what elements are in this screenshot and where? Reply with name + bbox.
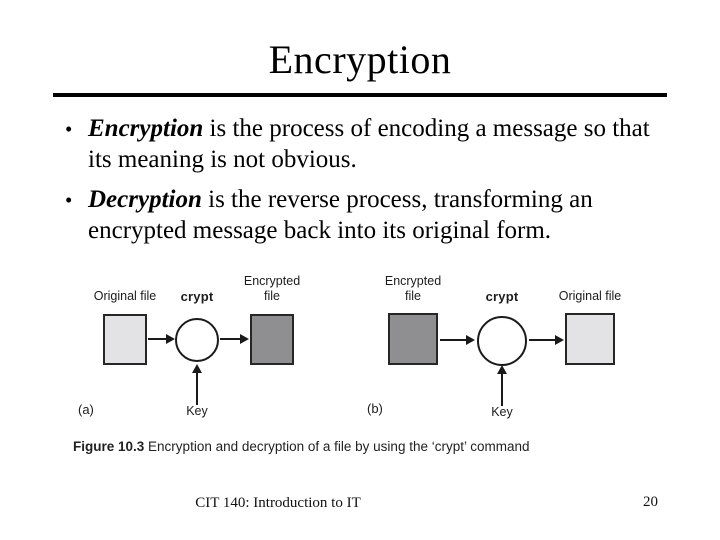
encrypted-file-box: [250, 314, 294, 365]
encrypted-file-label: Encrypted file: [232, 274, 312, 304]
key-label: Key: [186, 404, 208, 418]
panel-b-tag: (b): [367, 401, 383, 416]
bullet-item-decryption: • Decryption is the reverse process, tran…: [63, 184, 669, 246]
arrow-right-icon: [220, 338, 240, 340]
crypt-process-circle: [477, 316, 527, 366]
key-label: Key: [491, 405, 513, 419]
key-arrow-icon: [196, 372, 198, 405]
arrow-head-icon: [466, 335, 475, 345]
arrow-head-icon: [555, 335, 564, 345]
encrypted-file-label: Encrypted file: [373, 274, 453, 304]
arrow-right-icon: [440, 339, 467, 341]
arrow-head-icon: [166, 334, 175, 344]
figure-caption: Figure 10.3 Encryption and decryption of…: [73, 439, 530, 455]
original-file-label: Original file: [558, 289, 622, 303]
arrow-head-icon: [192, 364, 202, 373]
bullet-icon: •: [65, 117, 73, 141]
crypt-command-label: crypt: [485, 289, 519, 304]
crypt-command-label: crypt: [180, 289, 214, 304]
bullet-lead-word: Decryption: [88, 186, 202, 213]
bullet-body-text: is the process of encoding a message so …: [88, 115, 650, 173]
original-file-box: [565, 313, 615, 365]
arrow-head-icon: [240, 334, 249, 344]
crypt-process-circle: [175, 318, 219, 362]
encrypted-file-box: [388, 313, 438, 365]
arrow-right-icon: [529, 339, 556, 341]
figure-caption-number: Figure 10.3: [73, 439, 145, 454]
arrow-right-icon: [148, 338, 168, 340]
slide-page-number: 20: [643, 494, 658, 510]
title-divider: [53, 93, 667, 97]
arrow-head-icon: [497, 365, 507, 374]
bullet-list: • Encryption is the process of encoding a…: [63, 113, 669, 246]
page-title: Encryption: [268, 37, 452, 82]
bullet-icon: •: [65, 188, 73, 212]
figure-caption-text: Encryption and decryption of a file by u…: [148, 439, 530, 454]
encrypted-file-label-line1: Encrypted: [243, 274, 301, 288]
encrypted-file-label-line2: file: [264, 289, 280, 303]
original-file-box: [103, 314, 147, 365]
original-file-label: Original file: [93, 289, 157, 303]
encrypted-file-label-line1: Encrypted: [384, 274, 442, 288]
key-arrow-icon: [501, 373, 503, 406]
encrypted-file-label-line2: file: [405, 289, 421, 303]
bullet-body-text: is the reverse process, transforming an …: [88, 186, 593, 244]
bullet-item-encryption: • Encryption is the process of encoding a…: [63, 113, 669, 175]
bullet-lead-word: Encryption: [88, 115, 204, 142]
footer-course-title: CIT 140: Introduction to IT: [195, 495, 361, 511]
panel-a-tag: (a): [78, 402, 94, 417]
